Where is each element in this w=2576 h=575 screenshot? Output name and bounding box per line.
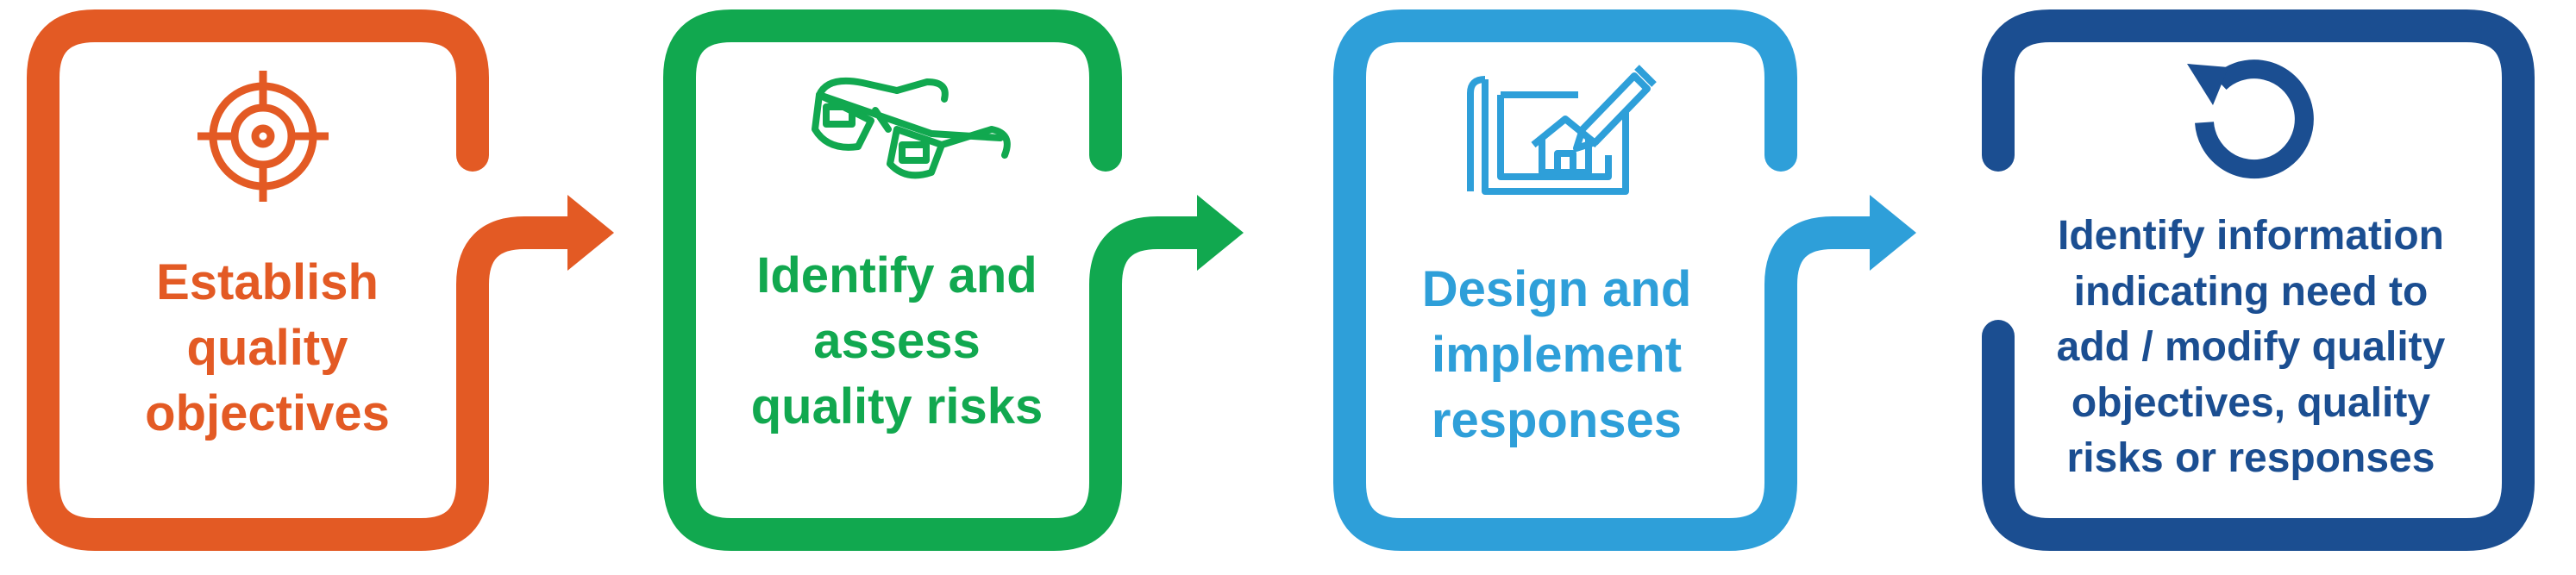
step-4-line-4: objectives, quality [2071,379,2431,426]
step-3-line-2: implement [1431,327,1683,383]
step-1-arrowhead [567,195,614,271]
step-1-line-2: quality [186,320,348,376]
step-4-frame [1982,9,2535,551]
step-1-border [27,9,587,551]
step-3-arrowhead [1870,195,1916,271]
3d-glasses-icon [812,77,1011,179]
step-1-label: Establish quality objectives [78,250,457,447]
step-2-label: Identify and assess quality risks [707,243,1087,440]
target-icon [197,71,329,202]
step-2-line-1: Identify and [756,247,1037,303]
step-2-line-3: quality risks [750,378,1044,434]
step-4-border [1982,9,2535,551]
step-4-line-3: add / modify quality [2056,324,2446,370]
step-1-line-1: Establish [156,254,379,310]
step-4-line-2: indicating need to [2073,268,2429,315]
step-3-frame [1333,9,1916,551]
step-3-label: Design and implement responses [1358,257,1755,453]
step-3-line-3: responses [1431,392,1683,448]
step-2-arrowhead [1197,195,1244,271]
step-1-frame [27,9,614,551]
step-1-line-3: objectives [145,385,390,441]
step-4-line-1: Identify information [2058,213,2444,259]
step-3-border [1333,9,1890,551]
step-2-frame [663,9,1244,551]
step-2-line-2: assess [813,313,981,369]
step-4-label: Identify information indicating need to … [1984,209,2518,487]
blueprint-house-icon [1467,65,1657,195]
step-4-line-5: risks or responses [2066,435,2435,481]
refresh-icon [2187,59,2314,179]
step-3-line-1: Design and [1421,261,1692,317]
step-2-border [663,9,1217,551]
